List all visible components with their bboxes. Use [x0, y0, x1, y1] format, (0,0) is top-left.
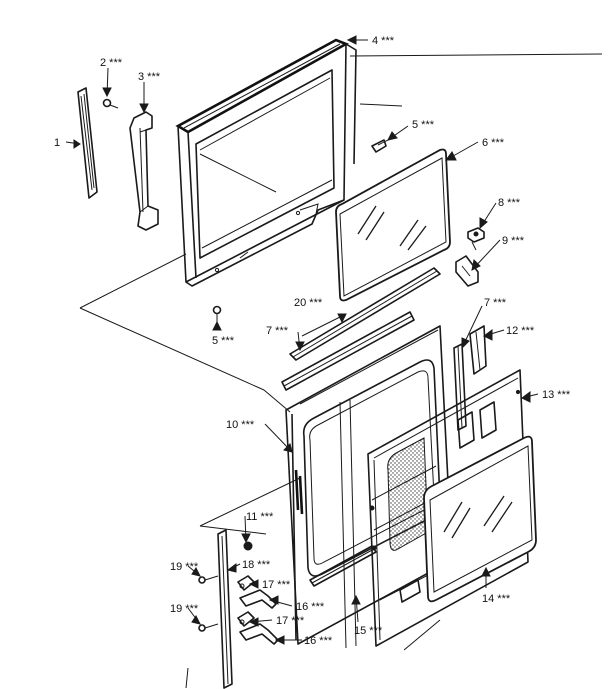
part-1-trim-strip — [77, 87, 98, 199]
callout-6: 6 *** — [482, 137, 505, 149]
callout-17-upper: 17 *** — [262, 579, 291, 591]
callout-20: 20 *** — [294, 297, 323, 309]
callout-9: 9 *** — [502, 235, 525, 247]
part-19-screw-lower — [198, 623, 219, 632]
callout-4: 4 *** — [372, 35, 395, 47]
part-7-right-strip — [453, 343, 467, 431]
callout-5-bottom: 5 *** — [212, 335, 235, 347]
part-15-bottom-strip — [309, 545, 377, 587]
callout-labels: 1 2 *** 3 *** 4 *** 5 *** 5 *** 6 *** 7 … — [54, 35, 571, 647]
callout-3: 3 *** — [138, 71, 161, 83]
part-19-screw-upper — [198, 575, 219, 584]
callout-1: 1 — [54, 137, 60, 149]
callout-17-lower: 17 *** — [276, 615, 305, 627]
part-7-left-strip — [281, 311, 415, 391]
callout-7-left: 7 *** — [266, 325, 289, 337]
part-13-screen-frame — [367, 369, 529, 647]
callout-16-upper: 16 *** — [296, 601, 325, 613]
callout-14: 14 *** — [482, 593, 511, 605]
callout-16-lower: 16 *** — [304, 635, 333, 647]
part-6-upper-glass — [335, 148, 451, 302]
part-14-lower-glass — [423, 435, 537, 603]
callout-13: 13 *** — [542, 389, 571, 401]
callout-8: 8 *** — [498, 197, 521, 209]
callout-2: 2 *** — [100, 57, 123, 69]
part-11-nut — [243, 541, 253, 551]
part-20-top-strip — [289, 267, 441, 361]
callout-10: 10 *** — [226, 419, 255, 431]
callout-11: 11 *** — [246, 511, 274, 523]
part-3-door-handle — [129, 111, 159, 231]
alignment-lines — [79, 53, 603, 689]
callout-12: 12 *** — [506, 325, 535, 337]
part-4-outer-door-frame — [175, 38, 357, 287]
leader-arrowheads — [73, 35, 531, 645]
part-18-hinge-plate — [217, 529, 233, 689]
callout-19-lower: 19 *** — [170, 603, 199, 615]
part-2-screw — [102, 98, 119, 109]
part-5-screw-top — [371, 138, 391, 153]
part-12-side-bracket — [469, 325, 487, 375]
callout-5-top: 5 *** — [412, 119, 435, 131]
part-16-hinge-lower — [239, 623, 279, 645]
part-9-bracket — [455, 255, 479, 287]
part-16-hinge-upper — [239, 589, 277, 609]
callout-18: 18 *** — [242, 559, 271, 571]
callout-19-upper: 19 *** — [170, 561, 199, 573]
callout-7-right: 7 *** — [484, 297, 507, 309]
callout-15: 15 *** — [354, 625, 383, 637]
part-8-bolt — [467, 227, 485, 251]
part-5-screw-bottom — [212, 305, 222, 322]
part-17-clip-lower — [237, 611, 255, 627]
